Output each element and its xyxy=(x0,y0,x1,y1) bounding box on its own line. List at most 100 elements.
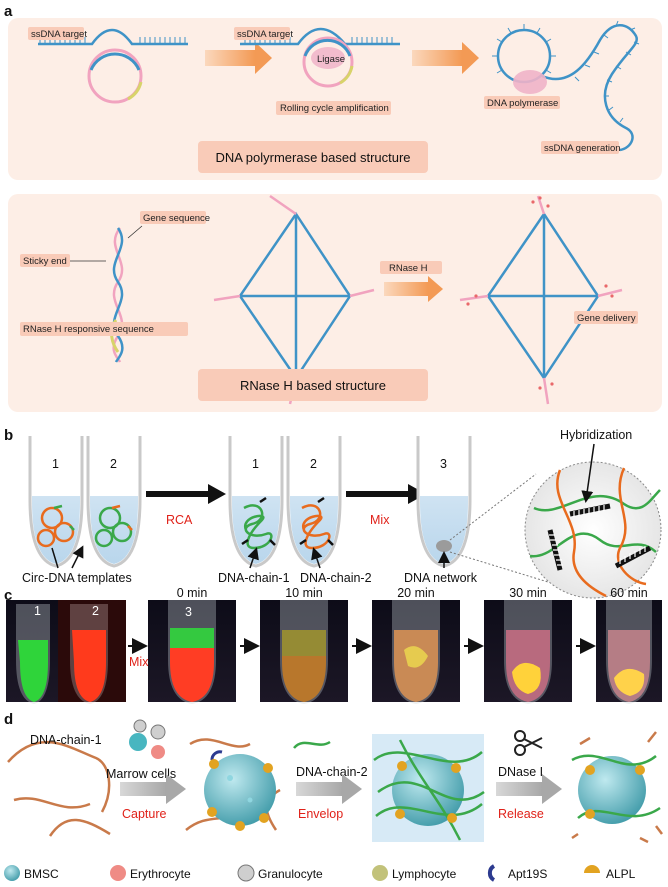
captured-cell xyxy=(185,738,281,831)
polymerase-product xyxy=(492,20,640,152)
network-label: DNA network xyxy=(404,571,478,585)
release-label: Release xyxy=(498,807,544,821)
rolling-label: Rolling cycle amplification xyxy=(280,103,389,114)
templates-pointers xyxy=(51,548,82,569)
tube-b2 xyxy=(86,436,142,568)
dna-tetrahedron-2 xyxy=(459,195,623,405)
arrow-a3 xyxy=(384,282,428,296)
photo-tube2-number: 2 xyxy=(92,604,99,618)
chain1-strands xyxy=(7,741,111,837)
arrow-release-head xyxy=(542,774,562,804)
ssdna-target-1-label: ssDNA target xyxy=(31,29,87,40)
enveloped-cell xyxy=(372,734,485,842)
rolling-box xyxy=(276,101,391,115)
arrow-envelop-head xyxy=(342,774,362,804)
legend-granulocyte-icon xyxy=(237,864,255,882)
chain1-label-b: DNA-chain-1 xyxy=(218,571,290,585)
gene-seq-pointer xyxy=(127,225,143,239)
tube-b3-number: 1 xyxy=(252,457,259,471)
photo-60min xyxy=(596,600,662,704)
legend-apt19s-icon xyxy=(487,864,496,882)
panel-d-label: d xyxy=(4,711,13,728)
legend-bmsc: BMSC xyxy=(24,867,59,881)
rolling-circle-complex xyxy=(240,27,400,88)
legend-lymphocyte: Lymphocyte xyxy=(392,867,457,881)
panel-a-top-title: DNA polyrmerase based structure xyxy=(215,150,410,165)
legend-erythrocyte-icon xyxy=(110,865,126,881)
time-label-10: 10 min xyxy=(285,586,323,600)
ligase-label: Ligase xyxy=(317,54,345,65)
photo-tube1-number: 1 xyxy=(34,604,41,618)
hybridization-label: Hybridization xyxy=(560,428,632,442)
gene-delivery-box xyxy=(574,311,638,324)
tube-b1 xyxy=(28,436,84,568)
legend-alpl: ALPL xyxy=(606,867,636,881)
arrow-envelop xyxy=(296,782,342,796)
legend-granulocyte: Granulocyte xyxy=(258,867,323,881)
rca-label: RCA xyxy=(166,513,193,527)
arrow-a1-head xyxy=(255,42,272,74)
mix-label-c: Mix xyxy=(129,655,149,669)
gene-seq-box xyxy=(140,211,206,224)
rnase-h-label: RNase H xyxy=(389,263,428,274)
ssdna-target-2-box xyxy=(234,27,290,40)
tube-b5-number: 3 xyxy=(440,457,447,471)
chain1-pointer xyxy=(247,547,259,569)
envelop-label: Envelop xyxy=(298,807,343,821)
tube-b2-number: 2 xyxy=(110,457,117,471)
arrow-a1 xyxy=(205,50,255,66)
arrow-release xyxy=(496,782,542,796)
scissors-icon xyxy=(514,730,543,756)
legend xyxy=(4,864,600,882)
photo-tube3-number: 3 xyxy=(185,605,192,619)
generation-label: ssDNA generation xyxy=(544,143,621,154)
arrow-capture xyxy=(120,782,166,796)
marrow-label: Marrow cells xyxy=(106,767,176,781)
panel-b-label: b xyxy=(4,427,13,444)
arrow-capture-head xyxy=(166,774,186,804)
capture-label: Capture xyxy=(122,807,167,821)
legend-alpl-icon xyxy=(584,865,600,873)
marrow-cells xyxy=(129,719,166,759)
arrow-a2 xyxy=(412,50,462,66)
zoom-line-bottom xyxy=(449,551,549,583)
time-label-0: 0 min xyxy=(177,586,208,600)
panel-a-label: a xyxy=(4,3,13,20)
chain2-label-d: DNA-chain-2 xyxy=(296,765,368,779)
photo-initial xyxy=(6,600,126,704)
panel-a-top-title-box xyxy=(198,141,428,173)
ssdna-target-2-label: ssDNA target xyxy=(237,29,293,40)
chain1-label-d: DNA-chain-1 xyxy=(30,733,102,747)
photo-20min xyxy=(372,600,460,704)
panel-a-bottom-title: RNase H based structure xyxy=(240,378,386,393)
ssdna-target-left xyxy=(38,28,188,104)
hybridization-pointer xyxy=(581,443,595,503)
tube-b1-number: 1 xyxy=(52,457,59,471)
mix-label-b: Mix xyxy=(370,513,390,527)
photo-30min xyxy=(484,600,572,704)
tube-b4-number: 2 xyxy=(310,457,317,471)
panel-c-label: c xyxy=(4,587,12,604)
dnase-label: DNase I xyxy=(498,765,543,779)
templates-label: Circ-DNA templates xyxy=(22,571,132,585)
rnase-resp-label: RNase H responsive sequence xyxy=(23,324,154,335)
arrow-a2-head xyxy=(462,42,479,74)
panel-a-bottom-background xyxy=(8,194,662,412)
legend-bmsc-icon xyxy=(4,865,20,881)
photo-0min xyxy=(148,600,236,704)
released-cell xyxy=(571,731,663,844)
sticky-end-label: Sticky end xyxy=(23,256,67,267)
tube-b5 xyxy=(416,436,472,568)
time-label-60: 60 min xyxy=(610,586,648,600)
tube-b3 xyxy=(228,436,284,568)
rnase-resp-box xyxy=(20,322,188,336)
gene-seq-label: Gene sequence xyxy=(143,213,210,224)
arrow-rca-head xyxy=(208,484,226,504)
chain2-pointer xyxy=(311,547,323,569)
time-label-20: 20 min xyxy=(397,586,435,600)
legend-lymphocyte-icon xyxy=(372,865,388,881)
ssdna-target-1-box xyxy=(28,27,84,40)
photo-10min xyxy=(260,600,348,704)
panel-a-bottom-title-box xyxy=(198,369,428,401)
